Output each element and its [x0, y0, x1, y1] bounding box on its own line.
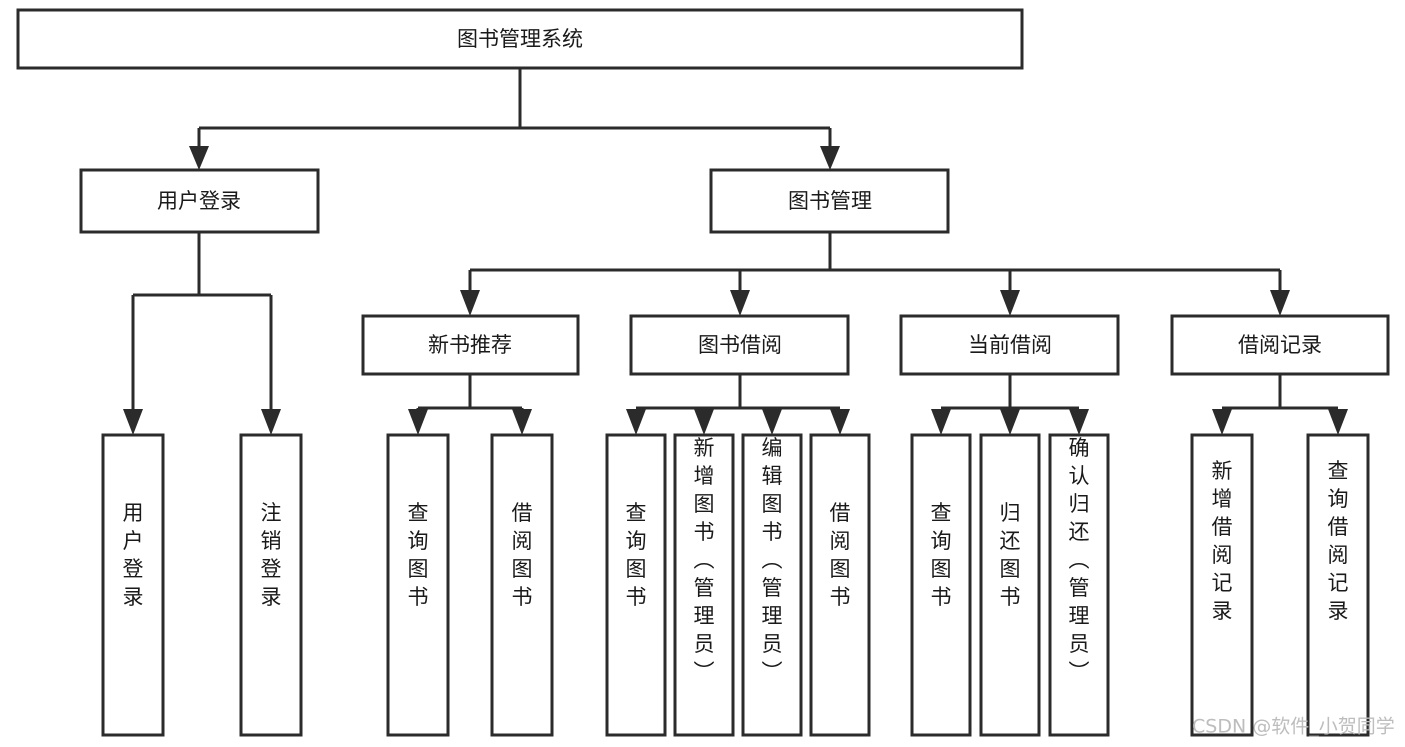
arrow-head-borrow-record — [1270, 290, 1290, 316]
node-book-manage-box — [709, 168, 950, 234]
leaf-node-query-book-current[interactable]: 查询图书 — [910, 433, 972, 737]
arrow-head-leaf-query-book-3 — [931, 409, 951, 435]
leaf-node-query-book-borrow-label: 查询图书 — [626, 501, 647, 609]
leaf-node-logout[interactable]: 注销登录 — [239, 433, 303, 737]
leaf-node-logout-label: 注销登录 — [261, 501, 282, 609]
node-book-borrow-label: 图书借阅 — [698, 333, 782, 357]
leaf-node-query-book-current-box — [910, 433, 972, 737]
leaf-node-borrow-book-box — [809, 433, 871, 737]
leaf-node-user-login[interactable]: 用户登录 — [101, 433, 165, 737]
node-root-system-box — [16, 8, 1024, 70]
connector-group-borrow-record — [1212, 374, 1348, 435]
leaf-node-edit-book[interactable]: 编辑图书︵管理员︶ — [741, 433, 803, 737]
leaf-node-add-book[interactable]: 新增图书︵管理员︶ — [673, 433, 735, 737]
leaf-node-query-borrow-record-box — [1306, 433, 1370, 737]
node-root-system[interactable]: 图书管理系统 — [16, 8, 1024, 70]
node-current-borrow-label: 当前借阅 — [968, 333, 1052, 357]
leaf-node-query-book-borrow-box — [605, 433, 667, 737]
arrow-head-leaf-confirm-return — [1069, 409, 1089, 435]
leaf-node-confirm-return-box — [1048, 433, 1110, 737]
node-root-system-label: 图书管理系统 — [457, 27, 583, 51]
node-book-manage-label: 图书管理 — [788, 189, 872, 213]
node-user-login[interactable]: 用户登录 — [79, 168, 320, 234]
node-borrow-record-label: 借阅记录 — [1238, 333, 1322, 357]
node-user-login-label: 用户登录 — [157, 189, 241, 213]
arrow-head-leaf-borrow-book-2 — [830, 409, 850, 435]
leaf-node-query-book-recommend-box — [386, 433, 450, 737]
leaf-node-query-borrow-record[interactable]: 查询借阅记录 — [1306, 433, 1370, 737]
node-current-borrow-box — [899, 314, 1120, 376]
connector-group-user-login — [123, 232, 281, 435]
leaf-node-borrow-book-recommend-label: 借阅图书 — [512, 501, 533, 609]
leaf-node-return-book-box — [979, 433, 1041, 737]
node-current-borrow[interactable]: 当前借阅 — [899, 314, 1120, 376]
leaf-node-edit-book-box — [741, 433, 803, 737]
node-borrow-record[interactable]: 借阅记录 — [1170, 314, 1390, 376]
leaf-node-query-book-borrow[interactable]: 查询图书 — [605, 433, 667, 737]
node-new-book-recommend-box — [361, 314, 580, 376]
arrow-head-leaf-edit-book — [762, 409, 782, 435]
arrow-head-new-book-recommend — [460, 290, 480, 316]
leaf-node-confirm-return[interactable]: 确认归还︵管理员︶ — [1048, 433, 1110, 737]
arrow-head-current-borrow — [1000, 290, 1020, 316]
node-new-book-recommend-label: 新书推荐 — [428, 333, 512, 357]
node-book-manage[interactable]: 图书管理 — [709, 168, 950, 234]
arrow-head-book-manage — [820, 146, 840, 170]
arrow-head-leaf-query-record — [1328, 409, 1348, 435]
node-new-book-recommend[interactable]: 新书推荐 — [361, 314, 580, 376]
node-user-login-box — [79, 168, 320, 234]
leaf-node-user-login-label: 用户登录 — [123, 501, 144, 609]
leaf-node-add-borrow-record-box — [1190, 433, 1254, 737]
leaf-node-borrow-book[interactable]: 借阅图书 — [809, 433, 871, 737]
leaf-node-query-book-recommend[interactable]: 查询图书 — [386, 433, 450, 737]
csdn-watermark: CSDN @软件_小贺同学 — [1192, 716, 1395, 738]
arrow-head-leaf-logout — [261, 409, 281, 435]
arrow-head-leaf-query-book-1 — [408, 409, 428, 435]
arrow-head-user-login — [189, 146, 209, 170]
connector-group-root — [189, 68, 840, 170]
arrow-head-leaf-user-login — [123, 409, 143, 435]
leaf-node-query-book-current-label: 查询图书 — [931, 501, 952, 609]
leaf-node-borrow-book-recommend-box — [490, 433, 554, 737]
arrow-head-leaf-query-book-2 — [626, 409, 646, 435]
leaf-node-add-book-box — [673, 433, 735, 737]
arrow-head-leaf-return-book — [1000, 409, 1020, 435]
leaf-node-return-book[interactable]: 归还图书 — [979, 433, 1041, 737]
arrow-head-book-borrow — [730, 290, 750, 316]
leaf-node-add-borrow-record-label: 新增借阅记录 — [1212, 459, 1233, 623]
arrow-head-leaf-add-record — [1212, 409, 1232, 435]
connector-group-current-borrow — [931, 374, 1089, 435]
leaf-node-query-borrow-record-label: 查询借阅记录 — [1328, 459, 1349, 623]
connector-group-new-book-recommend — [408, 374, 532, 435]
leaf-node-add-borrow-record[interactable]: 新增借阅记录 — [1190, 433, 1254, 737]
leaf-node-add-book-label: 新增图书︵管理员︶ — [694, 436, 715, 684]
leaf-node-borrow-book-label: 借阅图书 — [830, 501, 851, 609]
arrow-head-leaf-borrow-book-1 — [512, 409, 532, 435]
node-book-borrow[interactable]: 图书借阅 — [629, 314, 850, 376]
node-borrow-record-box — [1170, 314, 1390, 376]
node-book-borrow-box — [629, 314, 850, 376]
connector-group-book-borrow — [626, 374, 850, 435]
leaf-node-return-book-label: 归还图书 — [1000, 501, 1021, 609]
leaf-node-user-login-box — [101, 433, 165, 737]
leaf-node-edit-book-label: 编辑图书︵管理员︶ — [762, 436, 783, 684]
leaf-node-borrow-book-recommend[interactable]: 借阅图书 — [490, 433, 554, 737]
leaf-node-query-book-recommend-label: 查询图书 — [408, 501, 429, 609]
connector-group-book-manage — [460, 232, 1290, 316]
leaf-node-confirm-return-label: 确认归还︵管理员︶ — [1069, 436, 1090, 684]
arrow-head-leaf-add-book — [694, 409, 714, 435]
leaf-node-logout-box — [239, 433, 303, 737]
